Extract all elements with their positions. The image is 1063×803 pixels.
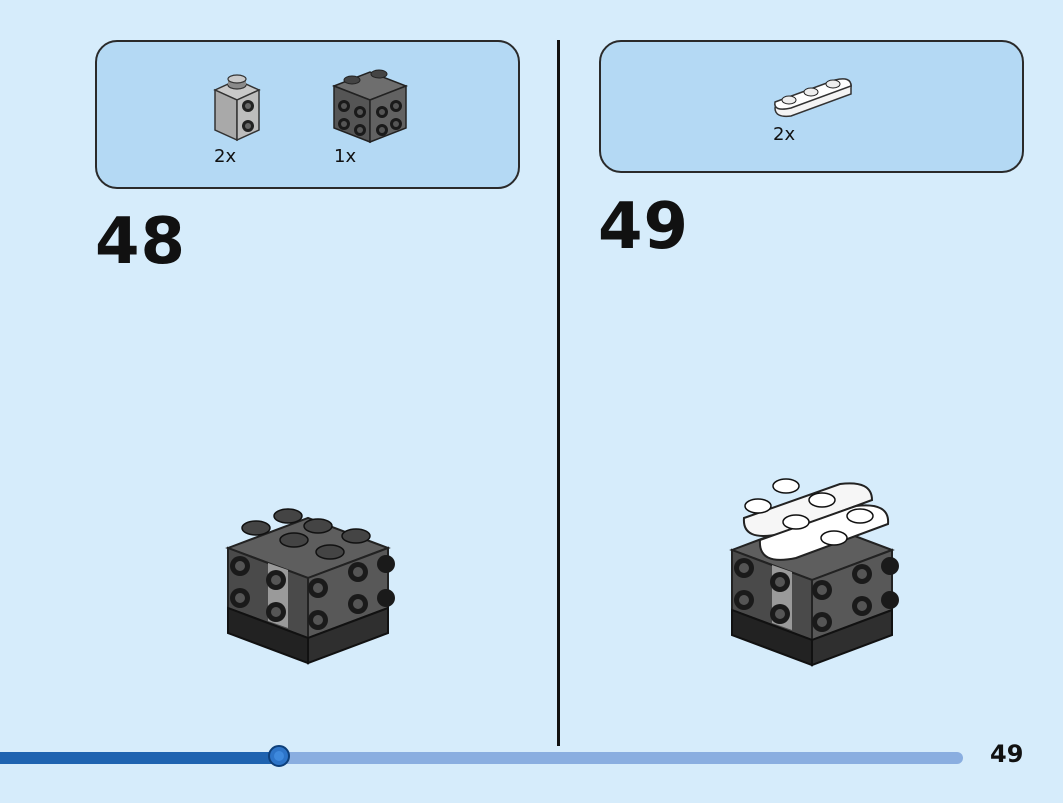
white-plate-icon xyxy=(771,72,855,118)
page-number: 49 xyxy=(990,740,1024,768)
step-48-model-illustration xyxy=(218,488,398,668)
step-number: 48 xyxy=(95,205,187,279)
parts-callout-step-49: 2x xyxy=(599,40,1024,173)
step-49-model-illustration xyxy=(722,470,902,670)
step-divider xyxy=(557,40,560,746)
part-quantity: 2x xyxy=(773,124,796,145)
part-quantity: 1x xyxy=(334,146,357,167)
progress-fill xyxy=(0,752,279,764)
parts-callout-step-48: 2x 1x xyxy=(95,40,520,189)
step-number: 49 xyxy=(598,190,690,264)
progress-handle[interactable] xyxy=(268,745,290,767)
dark-gray-brick-side-studs-icon xyxy=(330,64,410,144)
gray-brick-side-studs-icon xyxy=(212,72,262,142)
part-quantity: 2x xyxy=(214,146,237,167)
